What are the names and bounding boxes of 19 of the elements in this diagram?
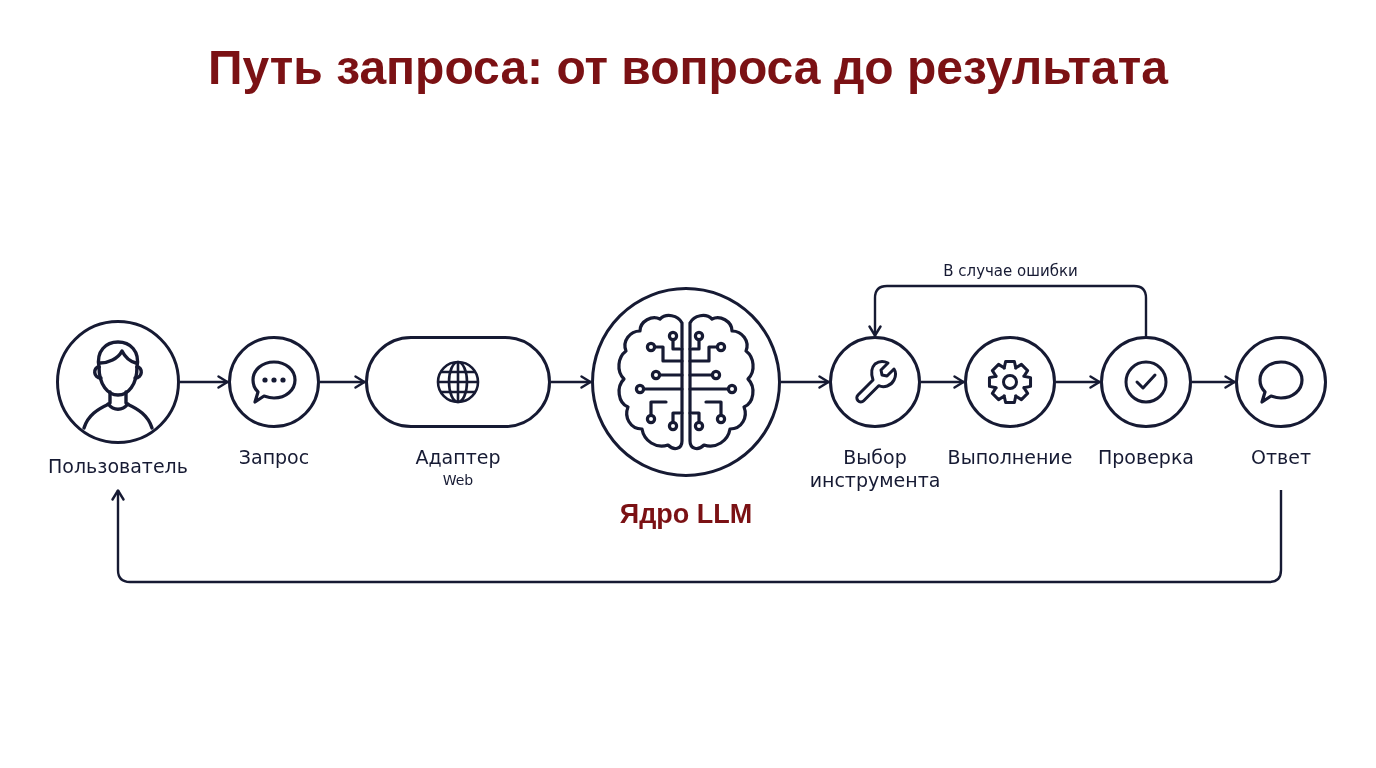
- arrow: [921, 375, 965, 389]
- arrow: [551, 375, 592, 389]
- title: Путь запроса: от вопроса до результата: [208, 40, 1168, 95]
- node-label: Пользователь: [48, 455, 188, 478]
- node-label: Проверка: [1098, 446, 1194, 469]
- node-sublabel: Web: [442, 472, 474, 489]
- arrow: [320, 375, 366, 389]
- node-label: Адаптер: [415, 446, 501, 469]
- arrow: [111, 489, 1283, 584]
- node-label: Выбор инструмента: [809, 446, 941, 492]
- arrow: [781, 375, 830, 389]
- arrow: [1056, 375, 1101, 389]
- node-label: Запрос: [238, 446, 310, 469]
- arrow: [868, 284, 1148, 337]
- core-label: Ядро LLM: [619, 498, 753, 530]
- node-label: Ответ: [1251, 446, 1311, 469]
- node-label: Выполнение: [947, 446, 1073, 469]
- arrow: [180, 375, 229, 389]
- arrow: [1192, 375, 1236, 389]
